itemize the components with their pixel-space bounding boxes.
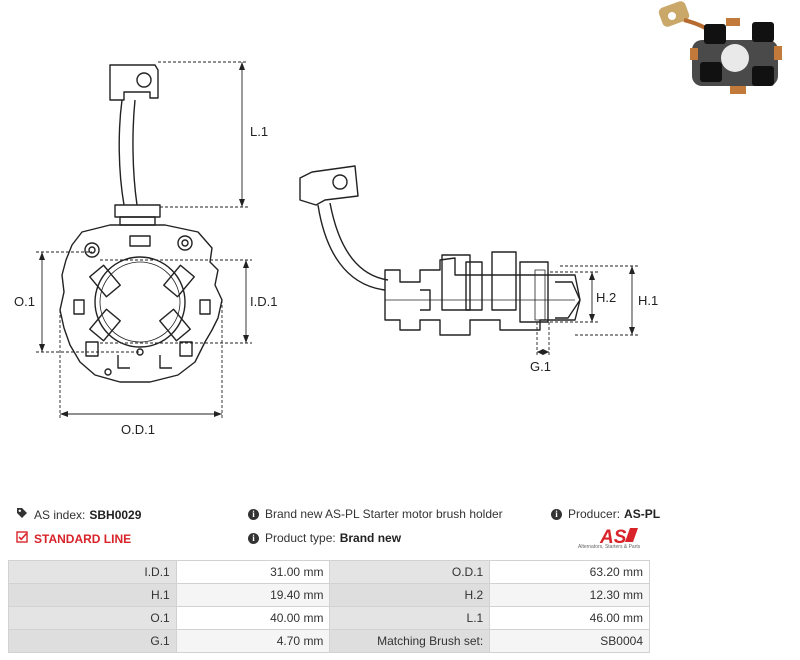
dim-label-l1: L.1	[250, 124, 268, 139]
producer-label: Producer:	[568, 507, 621, 521]
description-text: Brand new AS-PL Starter motor brush hold…	[265, 507, 503, 521]
table-row: H.1 19.40 mm H.2 12.30 mm	[8, 583, 650, 607]
spec-value: 19.40 mm	[175, 583, 331, 607]
spec-label: O.1	[8, 606, 177, 630]
product-photo	[658, 1, 782, 94]
dim-label-od1: O.D.1	[121, 422, 155, 437]
spec-label: I.D.1	[8, 560, 177, 584]
dimension-lines	[36, 61, 638, 420]
spec-value: 31.00 mm	[175, 560, 331, 584]
spec-value: 63.20 mm	[489, 560, 650, 584]
checkbox-checked-icon	[16, 531, 28, 546]
producer-value: AS-PL	[624, 507, 661, 521]
dim-label-o1: O.1	[14, 294, 35, 309]
spec-label: G.1	[8, 629, 177, 653]
dim-label-g1: G.1	[530, 359, 551, 374]
spec-label: H.1	[8, 583, 177, 607]
product-type-label: Product type:	[265, 531, 336, 545]
dim-label-h1: H.1	[638, 293, 658, 308]
spec-value: 40.00 mm	[175, 606, 331, 630]
specs-table: I.D.1 31.00 mm O.D.1 63.20 mm H.1 19.40 …	[8, 560, 650, 653]
info-icon: i	[248, 532, 259, 544]
technical-drawing: L.1 O.1 I.D.1 O.D.1 H.2 H.1 G.1	[14, 1, 782, 437]
product-type-value: Brand new	[339, 531, 402, 545]
as-index: AS index: SBH0029	[16, 507, 141, 522]
as-index-value: SBH0029	[89, 507, 142, 522]
spec-label: L.1	[329, 606, 491, 630]
info-icon: i	[551, 508, 562, 520]
spec-label: Matching Brush set:	[329, 629, 491, 653]
dim-label-h2: H.2	[596, 290, 616, 305]
as-pl-logo: AS	[599, 527, 638, 548]
logo-text: AS	[599, 527, 627, 548]
producer: i Producer: AS-PL	[551, 507, 660, 521]
dim-label-id1: I.D.1	[250, 294, 277, 309]
description: i Brand new AS-PL Starter motor brush ho…	[248, 507, 503, 521]
table-row: G.1 4.70 mm Matching Brush set: SB0004	[8, 629, 650, 653]
info-icon: i	[248, 508, 259, 520]
standard-line: STANDARD LINE	[16, 531, 131, 546]
spec-value: 12.30 mm	[489, 583, 650, 607]
tag-icon	[16, 507, 28, 522]
side-view	[299, 165, 581, 336]
front-view	[59, 64, 223, 383]
spec-value: 46.00 mm	[489, 606, 650, 630]
spec-value: 4.70 mm	[175, 629, 331, 653]
product-type: i Product type: Brand new	[248, 531, 401, 545]
spec-label: O.D.1	[329, 560, 491, 584]
logo-tagline: Alternators, Starters & Parts	[578, 544, 641, 550]
table-row: I.D.1 31.00 mm O.D.1 63.20 mm	[8, 560, 650, 584]
spec-value: SB0004	[489, 629, 650, 653]
table-row: O.1 40.00 mm L.1 46.00 mm	[8, 606, 650, 630]
standard-line-label: STANDARD LINE	[34, 531, 132, 546]
spec-label: H.2	[329, 583, 491, 607]
as-index-label: AS index:	[34, 507, 86, 522]
